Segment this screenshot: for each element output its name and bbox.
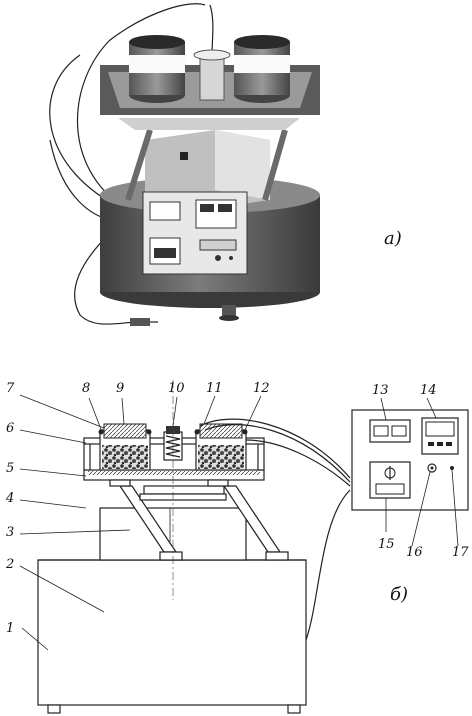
pedestal-port (180, 152, 188, 160)
display-14-screen (425, 421, 455, 437)
display-14-button (446, 442, 452, 446)
callout-1: 1 (6, 621, 14, 636)
cable (49, 54, 126, 211)
right-strut-foot (265, 551, 289, 561)
left-container-screw (98, 429, 104, 435)
cable-connector (130, 318, 150, 326)
left-container-sediment (102, 445, 148, 469)
tray-clamp (109, 479, 131, 487)
panel-display-1 (149, 201, 181, 221)
platform-shelf (118, 118, 300, 130)
base-housing (37, 559, 307, 706)
strut (262, 129, 288, 201)
drum-foot (222, 305, 236, 317)
caption-a: а) (384, 228, 402, 249)
callout-7: 7 (6, 381, 15, 396)
panel-switch-strip (199, 239, 237, 251)
knob-16-center (430, 466, 434, 470)
callout-10: 10 (168, 381, 185, 396)
schematic-drawing: 1 2 3 4 5 6 7 8 9 10 11 12 13 14 15 16 1… (5, 380, 469, 714)
display-13-window (373, 425, 389, 437)
cable (209, 4, 214, 56)
callout-16: 16 (406, 545, 423, 560)
power-cable (305, 489, 351, 641)
spindle-plate-lower (139, 493, 227, 501)
signal-cable (204, 424, 351, 483)
photo-illustration: а) (49, 3, 402, 326)
callout-13: 13 (372, 383, 389, 398)
panel-meter-face (154, 248, 176, 258)
signal-cable (245, 439, 351, 487)
left-strut-foot (159, 551, 183, 561)
meter-15-scale (375, 483, 405, 495)
center-hub-cap (193, 49, 231, 61)
drum-foot-base (219, 315, 239, 321)
left-container-screw (146, 429, 152, 435)
callout-2: 2 (5, 557, 14, 572)
spindle-plate (143, 485, 225, 495)
panel-display-2-screen (218, 204, 232, 212)
rotor-tray-hatch (88, 471, 260, 475)
callout-12: 12 (253, 381, 270, 396)
cable (77, 3, 206, 206)
panel-knob (215, 255, 221, 261)
right-container-screw (194, 429, 200, 435)
caption-b: б) (390, 584, 408, 605)
base-foot (287, 704, 301, 714)
callout-6: 6 (6, 421, 14, 436)
callout-5: 5 (6, 461, 14, 476)
callout-9: 9 (116, 381, 124, 396)
center-hub (199, 54, 225, 101)
callout-3: 3 (6, 525, 14, 540)
right-container-screw (242, 429, 248, 435)
right-container-sediment (198, 445, 244, 469)
left-cup-band (129, 55, 185, 73)
pedestal-side (215, 130, 270, 200)
callout-14: 14 (420, 383, 437, 398)
lamp-17 (450, 466, 454, 470)
strut (125, 129, 153, 201)
display-14-button (428, 442, 434, 446)
callout-15: 15 (378, 537, 395, 552)
callout-4: 4 (5, 491, 14, 506)
display-13-window (391, 425, 407, 437)
right-cup-band (234, 55, 290, 73)
right-cup-lid (234, 35, 290, 49)
leader-lines (19, 394, 459, 651)
panel-lamp (229, 256, 233, 260)
left-cup-lid (129, 35, 185, 49)
callout-17: 17 (452, 545, 469, 560)
base-foot (47, 704, 61, 714)
left-container-lid (103, 423, 147, 439)
display-14-button (437, 442, 443, 446)
panel-display-2-screen (200, 204, 214, 212)
tray-clamp (207, 479, 229, 487)
signal-cable (199, 418, 351, 479)
callout-8: 8 (82, 381, 90, 396)
callout-11: 11 (206, 381, 223, 396)
